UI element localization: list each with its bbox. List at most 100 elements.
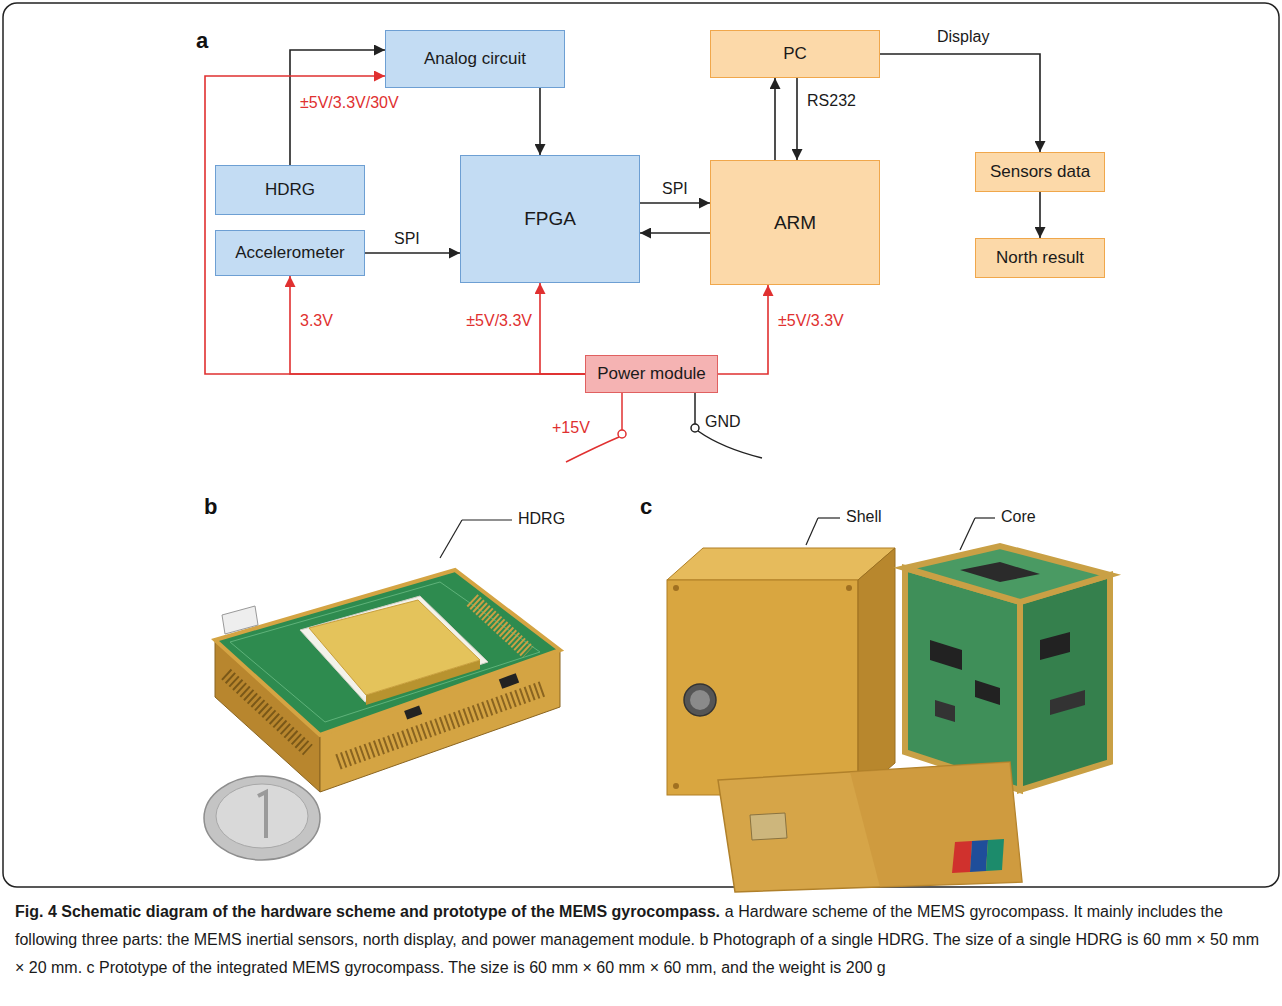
box-label: HDRG bbox=[265, 180, 315, 200]
core-boards bbox=[960, 518, 975, 550]
shell-housing bbox=[673, 585, 679, 591]
core-boards bbox=[975, 680, 1000, 705]
signal-arrow bbox=[774, 78, 776, 160]
bank-card bbox=[718, 762, 1022, 892]
hdrg-photo bbox=[300, 596, 488, 702]
voltage-label: +15V bbox=[552, 419, 590, 437]
voltage-label: 3.3V bbox=[298, 312, 335, 330]
voltage-label: ±5V/3.3V bbox=[464, 312, 534, 330]
signal-arrow bbox=[539, 88, 541, 155]
hdrg-photo bbox=[472, 600, 528, 652]
coin bbox=[258, 792, 266, 838]
bus-label: SPI bbox=[392, 230, 422, 248]
shell-housing bbox=[846, 585, 852, 591]
core-boards bbox=[960, 562, 1040, 582]
coin bbox=[204, 776, 320, 860]
shell-housing bbox=[684, 684, 716, 716]
core-boards bbox=[935, 700, 955, 722]
ground-label: GND bbox=[705, 413, 741, 431]
voltage-label: ±5V/3.3V bbox=[776, 312, 846, 330]
core-boards bbox=[1020, 575, 1110, 790]
power-input-wires bbox=[694, 393, 696, 424]
power-input-wires bbox=[698, 431, 762, 458]
process-box: Sensors data bbox=[975, 152, 1105, 192]
panel-letter: c bbox=[640, 494, 652, 519]
figure-title: Fig. 4 Schematic diagram of the hardware… bbox=[15, 903, 720, 920]
signal-arrow bbox=[365, 252, 460, 254]
power-input-wires bbox=[566, 437, 619, 462]
process-box: FPGA bbox=[460, 155, 640, 283]
shell-housing bbox=[806, 518, 818, 545]
panel-letter: a bbox=[196, 28, 208, 53]
bank-card bbox=[970, 840, 988, 872]
power-input-wires bbox=[566, 393, 762, 462]
shell-housing bbox=[818, 517, 840, 518]
power-line bbox=[718, 285, 768, 374]
part-name: Shell bbox=[846, 508, 882, 526]
power-input-wires bbox=[618, 430, 626, 438]
bank-card bbox=[850, 762, 1022, 887]
bank-card bbox=[986, 839, 1004, 871]
signal-arrow bbox=[640, 232, 710, 234]
part-name: Core bbox=[1001, 508, 1036, 526]
hdrg-photo bbox=[215, 570, 560, 735]
power-line bbox=[290, 276, 585, 374]
hdrg-photo bbox=[462, 519, 512, 520]
hdrg-photo bbox=[309, 600, 480, 695]
bank-card bbox=[952, 841, 972, 873]
signal-arrow bbox=[640, 202, 710, 204]
hdrg-photo bbox=[440, 520, 462, 558]
process-box: HDRG bbox=[215, 165, 365, 215]
bus-label: Display bbox=[935, 28, 991, 46]
bus-label: SPI bbox=[660, 180, 690, 198]
box-label: Analog circuit bbox=[424, 49, 526, 69]
core-boards bbox=[930, 640, 962, 670]
figure-border bbox=[3, 3, 1279, 887]
process-box: ARM bbox=[710, 160, 880, 285]
process-box: PC bbox=[710, 30, 880, 78]
process-box: Accelerometer bbox=[215, 230, 365, 276]
power-input-wires bbox=[621, 393, 623, 430]
hdrg-photo bbox=[222, 606, 258, 634]
core-boards bbox=[975, 517, 995, 518]
core-boards bbox=[905, 568, 1020, 790]
voltage-label: ±5V/3.3V/30V bbox=[298, 94, 401, 112]
box-label: Accelerometer bbox=[235, 243, 345, 263]
box-label: North result bbox=[996, 248, 1084, 268]
shell-housing bbox=[858, 548, 895, 795]
power-line bbox=[540, 283, 585, 374]
coin bbox=[204, 776, 320, 860]
bank-card bbox=[718, 762, 1022, 892]
shell-housing bbox=[673, 783, 679, 789]
hdrg-photo bbox=[499, 673, 519, 689]
core-boards bbox=[905, 518, 1110, 790]
part-name: HDRG bbox=[518, 510, 565, 528]
process-box: North result bbox=[975, 238, 1105, 278]
figure-caption: Fig. 4 Schematic diagram of the hardware… bbox=[15, 898, 1267, 982]
coin bbox=[216, 784, 308, 848]
box-label: ARM bbox=[774, 212, 816, 234]
shell-housing bbox=[667, 518, 895, 795]
core-boards bbox=[1040, 632, 1070, 660]
hdrg-photo bbox=[230, 582, 540, 722]
core-boards bbox=[905, 546, 1110, 602]
box-label: Sensors data bbox=[990, 162, 1090, 182]
shell-housing bbox=[667, 580, 858, 795]
power-input-wires bbox=[691, 424, 699, 432]
process-box: Power module bbox=[585, 355, 718, 393]
bank-card bbox=[750, 813, 787, 840]
shell-housing bbox=[667, 548, 895, 580]
signal-arrow bbox=[796, 78, 798, 160]
box-label: PC bbox=[783, 44, 807, 64]
shell-housing bbox=[690, 690, 710, 710]
power-line bbox=[205, 76, 585, 374]
panel-letter: b bbox=[204, 494, 217, 519]
hdrg-photo bbox=[215, 520, 560, 792]
signal-arrow bbox=[880, 54, 1040, 152]
signal-arrow bbox=[1039, 192, 1041, 238]
bus-label: RS232 bbox=[805, 92, 858, 110]
box-label: FPGA bbox=[524, 208, 576, 230]
box-label: Power module bbox=[597, 364, 706, 384]
process-box: Analog circuit bbox=[385, 30, 565, 88]
